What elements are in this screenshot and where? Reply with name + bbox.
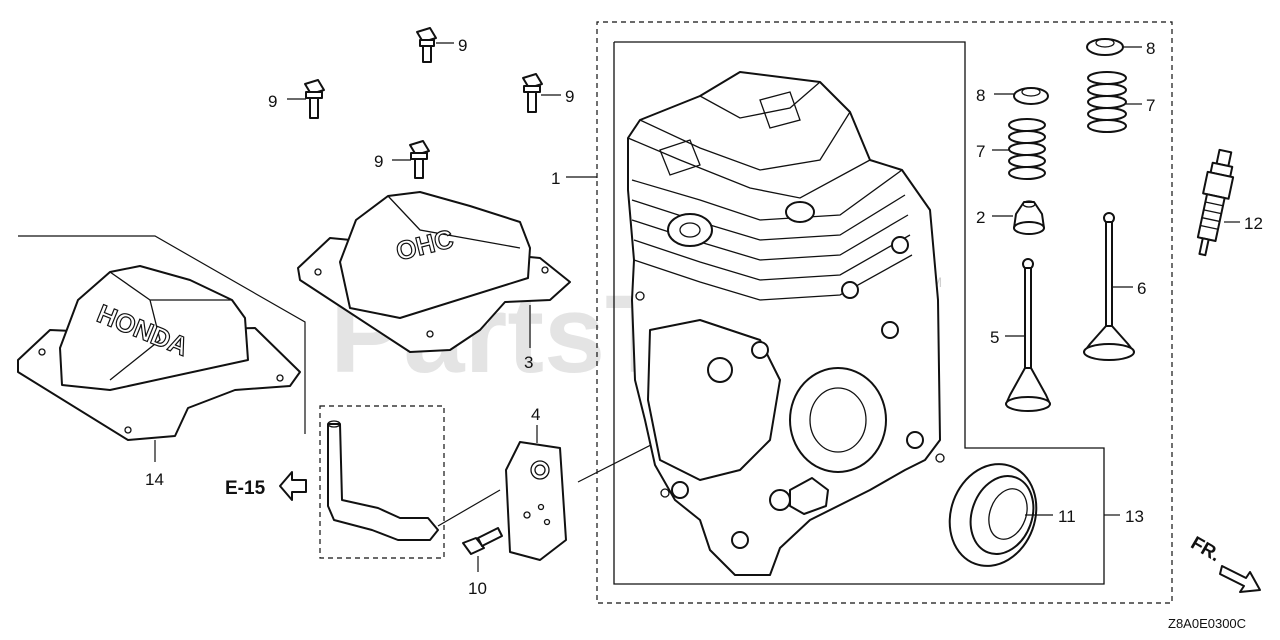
callout-12[interactable]: 12 [1244,214,1263,233]
part-9-bolt-d[interactable] [409,140,430,179]
callout-7-a[interactable]: 7 [976,142,985,161]
callout-14[interactable]: 14 [145,470,164,489]
callout-9-b[interactable]: 9 [268,92,277,111]
callout-9-c[interactable]: 9 [565,87,574,106]
part-11-oil-seal[interactable] [936,452,1051,578]
callout-4[interactable]: 4 [531,405,540,424]
group-boundary-inner [613,41,1105,585]
part-2-stem-seal[interactable] [1013,200,1045,235]
part-5-valve[interactable] [1005,258,1051,412]
part-9-bolt-a[interactable] [416,27,437,63]
front-direction-arrow-icon [1219,565,1261,593]
direction-label: FR. [1187,533,1224,566]
reference-label[interactable]: E-15 [225,478,266,499]
part-4-breather-plate[interactable] [505,441,567,561]
callout-9-d[interactable]: 9 [374,152,383,171]
leader-part-14-frame [18,235,306,434]
callout-8-a[interactable]: 8 [976,86,985,105]
part-9-bolt-b[interactable] [304,79,325,119]
group-boundary-outer [596,21,1173,604]
part-1-cylinder-block[interactable] [627,71,945,576]
reference-arrow-icon [279,471,307,501]
breather-tube-group-boundary [319,405,445,559]
callout-1[interactable]: 1 [551,169,560,188]
leader-breather-tube [437,489,501,527]
callout-6[interactable]: 6 [1137,279,1146,298]
callout-10[interactable]: 10 [468,579,487,598]
part-8-retainer-a[interactable] [1013,87,1049,105]
callout-11[interactable]: 11 [1058,507,1076,526]
breather-tube[interactable] [327,423,439,541]
callout-2[interactable]: 2 [976,208,985,227]
part-3-head-cover-ohc[interactable]: OHC [297,191,571,353]
callout-7-b[interactable]: 7 [1146,96,1155,115]
callout-3[interactable]: 3 [524,353,533,372]
callout-5[interactable]: 5 [990,328,999,347]
part-12-spark-plug[interactable] [1191,148,1238,257]
part-9-bolt-c[interactable] [522,73,543,113]
part-6-valve[interactable] [1083,212,1135,361]
callout-8-b[interactable]: 8 [1146,39,1155,58]
part-14-head-cover-honda[interactable]: HONDA [17,265,301,441]
callout-9-a[interactable]: 9 [458,36,467,55]
part-7-valve-spring-a[interactable] [1008,118,1046,180]
figure-code: Z8A0E0300C [1168,616,1246,631]
part-8-retainer-b[interactable] [1086,38,1124,56]
part-7-valve-spring-b[interactable] [1087,71,1127,133]
callout-13[interactable]: 13 [1125,507,1144,526]
part-10-bolt[interactable] [462,527,503,555]
